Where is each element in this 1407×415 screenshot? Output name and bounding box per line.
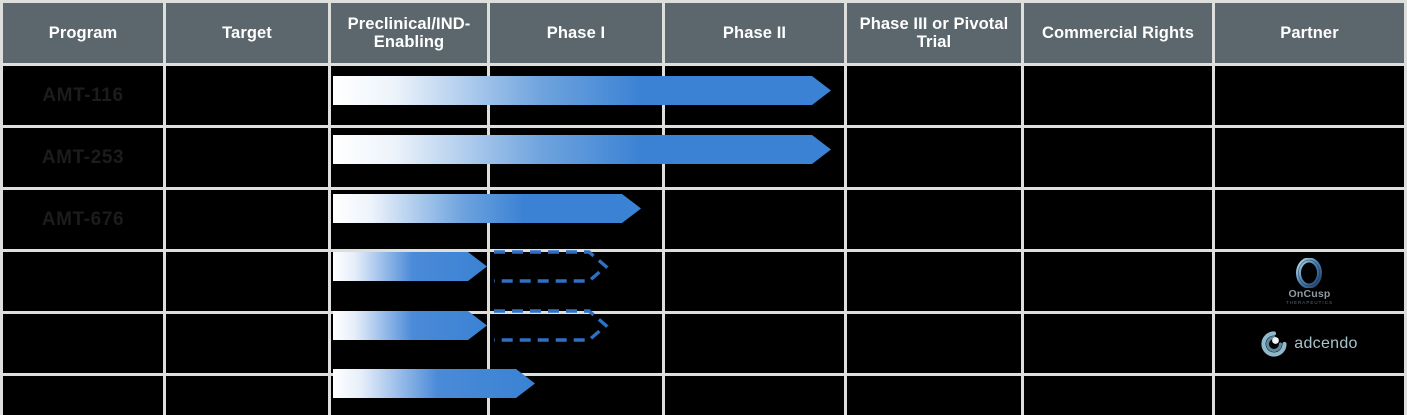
stage-cell-preclinical [331,190,490,252]
partner-cell-adcendo[interactable]: adcendo [1215,314,1407,376]
table-row [0,376,1407,415]
target-cell [166,66,331,128]
stage-cell-phase-ii [665,66,847,128]
stage-cell-phase-ii [665,128,847,190]
column-header-preclinical[interactable]: Preclinical/IND-Enabling [331,0,490,66]
partner-cell [1215,190,1407,252]
stage-cell-preclinical [331,314,490,376]
program-cell-amt-116: AMT-116 [0,66,166,128]
table-row: AMT-253 [0,128,1407,190]
table-row: AMT-116 [0,66,1407,128]
stage-cell-phase-ii [665,376,847,415]
partner-cell-oncusp[interactable]: OnCusp THERAPEUTICS [1215,252,1407,314]
stage-cell-phase-ii [665,252,847,314]
stage-cell-phase-i [490,314,665,376]
stage-cell-phase-i [490,252,665,314]
column-header-phase-i[interactable]: Phase I [490,0,665,66]
program-cell [0,314,166,376]
oncusp-logo: OnCusp THERAPEUTICS [1285,257,1334,305]
table-row: AMT-676 [0,190,1407,252]
stage-cell-phase-ii [665,314,847,376]
column-header-phase-ii[interactable]: Phase II [665,0,847,66]
stage-cell-phase-iii [847,128,1024,190]
program-cell [0,252,166,314]
table-row: OnCusp THERAPEUTICS [0,252,1407,314]
target-cell [166,376,331,415]
oncusp-wordmark: OnCusp [1288,287,1331,300]
column-header-target[interactable]: Target [166,0,331,66]
partner-logo-oncusp: OnCusp THERAPEUTICS [1215,252,1404,311]
column-header-partner[interactable]: Partner [1215,0,1407,66]
target-cell [166,314,331,376]
partner-cell [1215,128,1407,190]
stage-cell-preclinical [331,66,490,128]
stage-cell-preclinical [331,128,490,190]
commercial-rights-cell [1024,128,1215,190]
commercial-rights-cell [1024,314,1215,376]
stage-cell-phase-i [490,66,665,128]
target-cell [166,252,331,314]
commercial-rights-cell [1024,66,1215,128]
program-cell-amt-676: AMT-676 [0,190,166,252]
partner-cell [1215,376,1407,415]
program-cell [0,376,166,415]
table-row: adcendo [0,314,1407,376]
stage-cell-phase-iii [847,252,1024,314]
stage-cell-phase-iii [847,314,1024,376]
stage-cell-phase-iii [847,376,1024,415]
stage-cell-phase-iii [847,190,1024,252]
adcendo-swirl-icon [1261,330,1287,357]
adcendo-logo: adcendo [1261,330,1358,357]
stage-cell-phase-iii [847,66,1024,128]
stage-cell-preclinical [331,376,490,415]
commercial-rights-cell [1024,190,1215,252]
stage-cell-phase-i [490,190,665,252]
target-cell [166,128,331,190]
oncusp-ring-icon [1296,257,1323,288]
target-cell [166,190,331,252]
partner-cell [1215,66,1407,128]
commercial-rights-cell [1024,376,1215,415]
stage-cell-phase-i [490,128,665,190]
table-header-row: Program Target Preclinical/IND-Enabling … [0,0,1407,66]
column-header-phase-iii[interactable]: Phase III or Pivotal Trial [847,0,1024,66]
column-header-commercial-rights[interactable]: Commercial Rights [1024,0,1215,66]
program-cell-amt-253: AMT-253 [0,128,166,190]
stage-cell-phase-i [490,376,665,415]
commercial-rights-cell [1024,252,1215,314]
oncusp-tagline: THERAPEUTICS [1285,299,1334,305]
column-header-program[interactable]: Program [0,0,166,66]
adcendo-wordmark: adcendo [1294,334,1358,352]
partner-logo-adcendo: adcendo [1215,314,1404,373]
stage-cell-phase-ii [665,190,847,252]
stage-cell-preclinical [331,252,490,314]
